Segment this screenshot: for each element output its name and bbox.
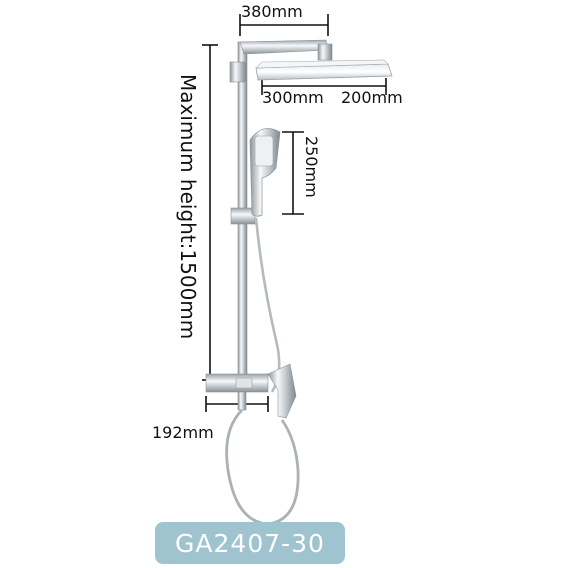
mixer-spout [237, 391, 247, 411]
overhead-arm [239, 39, 329, 55]
dim-head-depth: 200mm [341, 88, 403, 107]
model-code-badge: GA2407-30 [155, 522, 345, 564]
hose-loop [225, 409, 300, 526]
dim-hand-shower: 250mm [302, 136, 321, 198]
shower-hose [254, 217, 281, 393]
dim-mixer-spacing: 192mm [152, 423, 214, 442]
dimension-lines [202, 14, 387, 412]
dim-head-width: 300mm [262, 88, 324, 107]
riser-connector [229, 61, 247, 83]
shower-hardware [205, 39, 393, 526]
head-neck [317, 43, 333, 61]
dim-max-height: Maximum height:1500mm [176, 74, 200, 339]
slider-bracket [230, 207, 256, 225]
mixer-lever [267, 363, 297, 419]
dim-head-length: 380mm [241, 2, 303, 21]
